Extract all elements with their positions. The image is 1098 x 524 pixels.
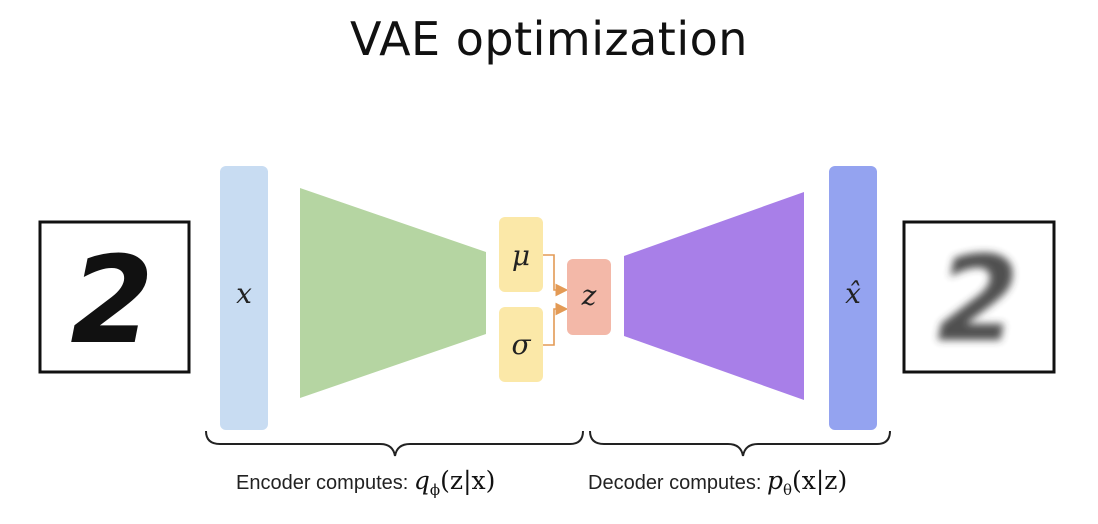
decoder-caption-text: Decoder computes: [588, 472, 762, 494]
sigma-label: σ [511, 328, 531, 361]
decoder-theta: θ [783, 481, 793, 499]
decoder-brace [589, 430, 891, 457]
encoder-formula: qϕ(z|x) [413, 466, 496, 499]
encoder-network [300, 188, 486, 398]
sampling-arrows [543, 254, 569, 346]
encoder-caption: Encoder computes: qϕ(z|x) [236, 466, 495, 499]
output-label: x̂ [845, 277, 861, 310]
sigma-box [499, 307, 543, 382]
input-digit: 2 [70, 232, 154, 371]
decoder-formula: pθ(x|z) [766, 466, 848, 499]
input-layer-bar [220, 166, 268, 430]
encoder-caption-text: Encoder computes: [236, 472, 409, 494]
encoder-phi: ϕ [429, 481, 441, 499]
input-label: x [236, 277, 252, 310]
decoder-network [624, 192, 804, 400]
decoder-p: p [766, 466, 783, 495]
encoder-brace [205, 430, 584, 457]
encoder-q: q [413, 466, 430, 495]
decoder-args: (x|z) [792, 466, 848, 495]
output-image: 2 [902, 220, 1056, 374]
mu-label: μ [512, 239, 530, 272]
mu-box [499, 217, 543, 292]
latent-label: z [581, 279, 597, 312]
input-image: 2 [38, 220, 191, 374]
output-layer-bar [829, 166, 877, 430]
output-digit: 2 [937, 230, 1019, 368]
latent-box [567, 259, 611, 335]
encoder-args: (z|x) [440, 466, 496, 495]
decoder-caption: Decoder computes: pθ(x|z) [588, 466, 847, 499]
page-title: VAE optimization [350, 12, 748, 66]
